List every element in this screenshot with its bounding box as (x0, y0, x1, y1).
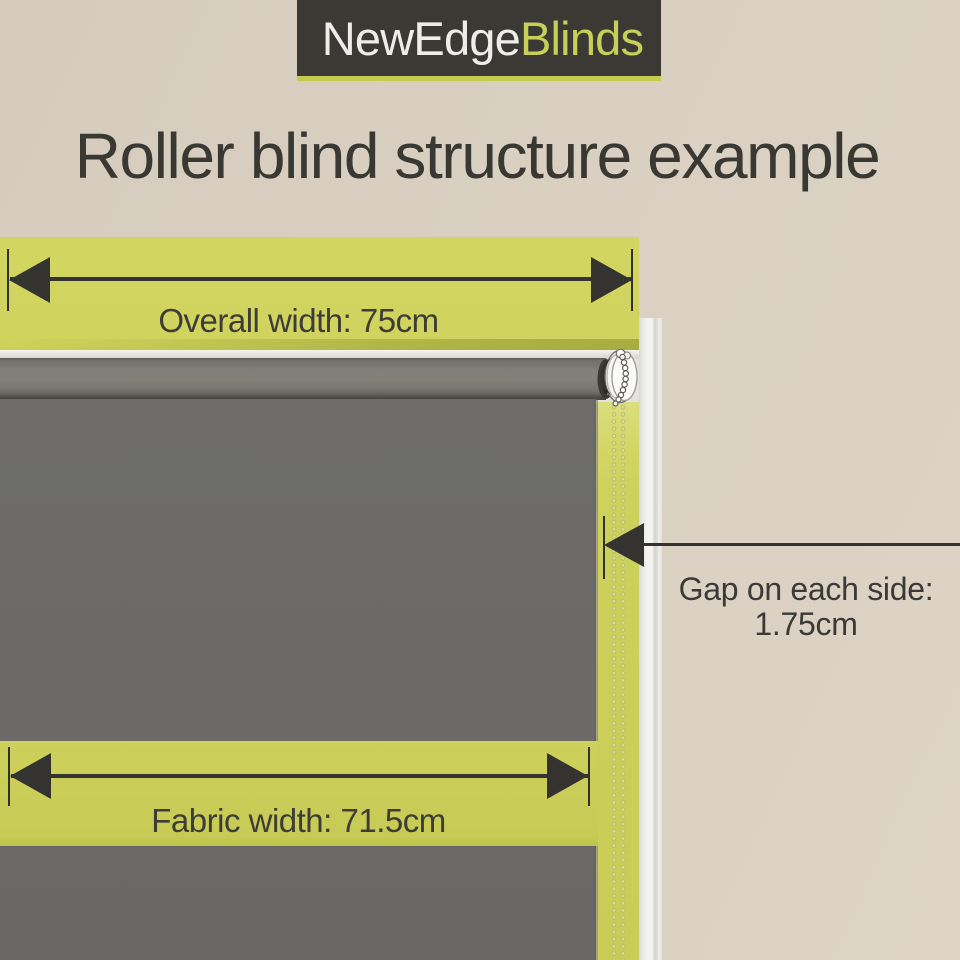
overall-width-label: Overall width: 75cm (158, 302, 439, 339)
blind-fabric (0, 399, 596, 960)
overall-width-arrowhead-left (9, 257, 50, 303)
overall-width-band (0, 237, 639, 350)
overall-width-band-shadow (0, 339, 639, 350)
overall-width-arrow-line (10, 277, 631, 281)
fabric-width-arrowhead-left (10, 753, 51, 799)
logo-text: NewEdgeBlinds (315, 10, 644, 66)
bead-chain-back (620, 404, 626, 960)
overall-width-tick-right (631, 249, 633, 311)
overall-width-arrowhead-right (591, 257, 632, 303)
logo-text-accent: Blinds (519, 12, 644, 65)
fabric-width-arrow-line (11, 774, 588, 778)
fabric-edge-shadow (593, 399, 598, 960)
roller-tube (0, 358, 606, 400)
fabric-width-band (0, 741, 598, 846)
overall-width-tick-left (7, 249, 9, 311)
window-frame (639, 318, 662, 960)
page-title: Roller blind structure example (74, 120, 881, 192)
gap-label: Gap on each side: 1.75cm (652, 572, 960, 641)
logo-text-primary: NewEdge (321, 12, 521, 65)
bead-chain-front (611, 404, 617, 960)
fabric-width-tick-right (588, 747, 590, 806)
logo: NewEdgeBlinds (297, 0, 661, 81)
headrail-backing (0, 350, 639, 359)
chain-mechanism-icon (597, 348, 638, 407)
gap-highlight-strip (598, 402, 639, 960)
gap-arrow-line (643, 543, 960, 546)
fabric-width-arrowhead-right (547, 753, 588, 799)
gap-arrowhead (604, 523, 644, 567)
gap-label-line2: 1.75cm (754, 605, 858, 642)
fabric-width-tick-left (8, 747, 10, 806)
gap-label-line1: Gap on each side: (678, 571, 934, 607)
fabric-width-label: Fabric width: 71.5cm (151, 802, 446, 839)
